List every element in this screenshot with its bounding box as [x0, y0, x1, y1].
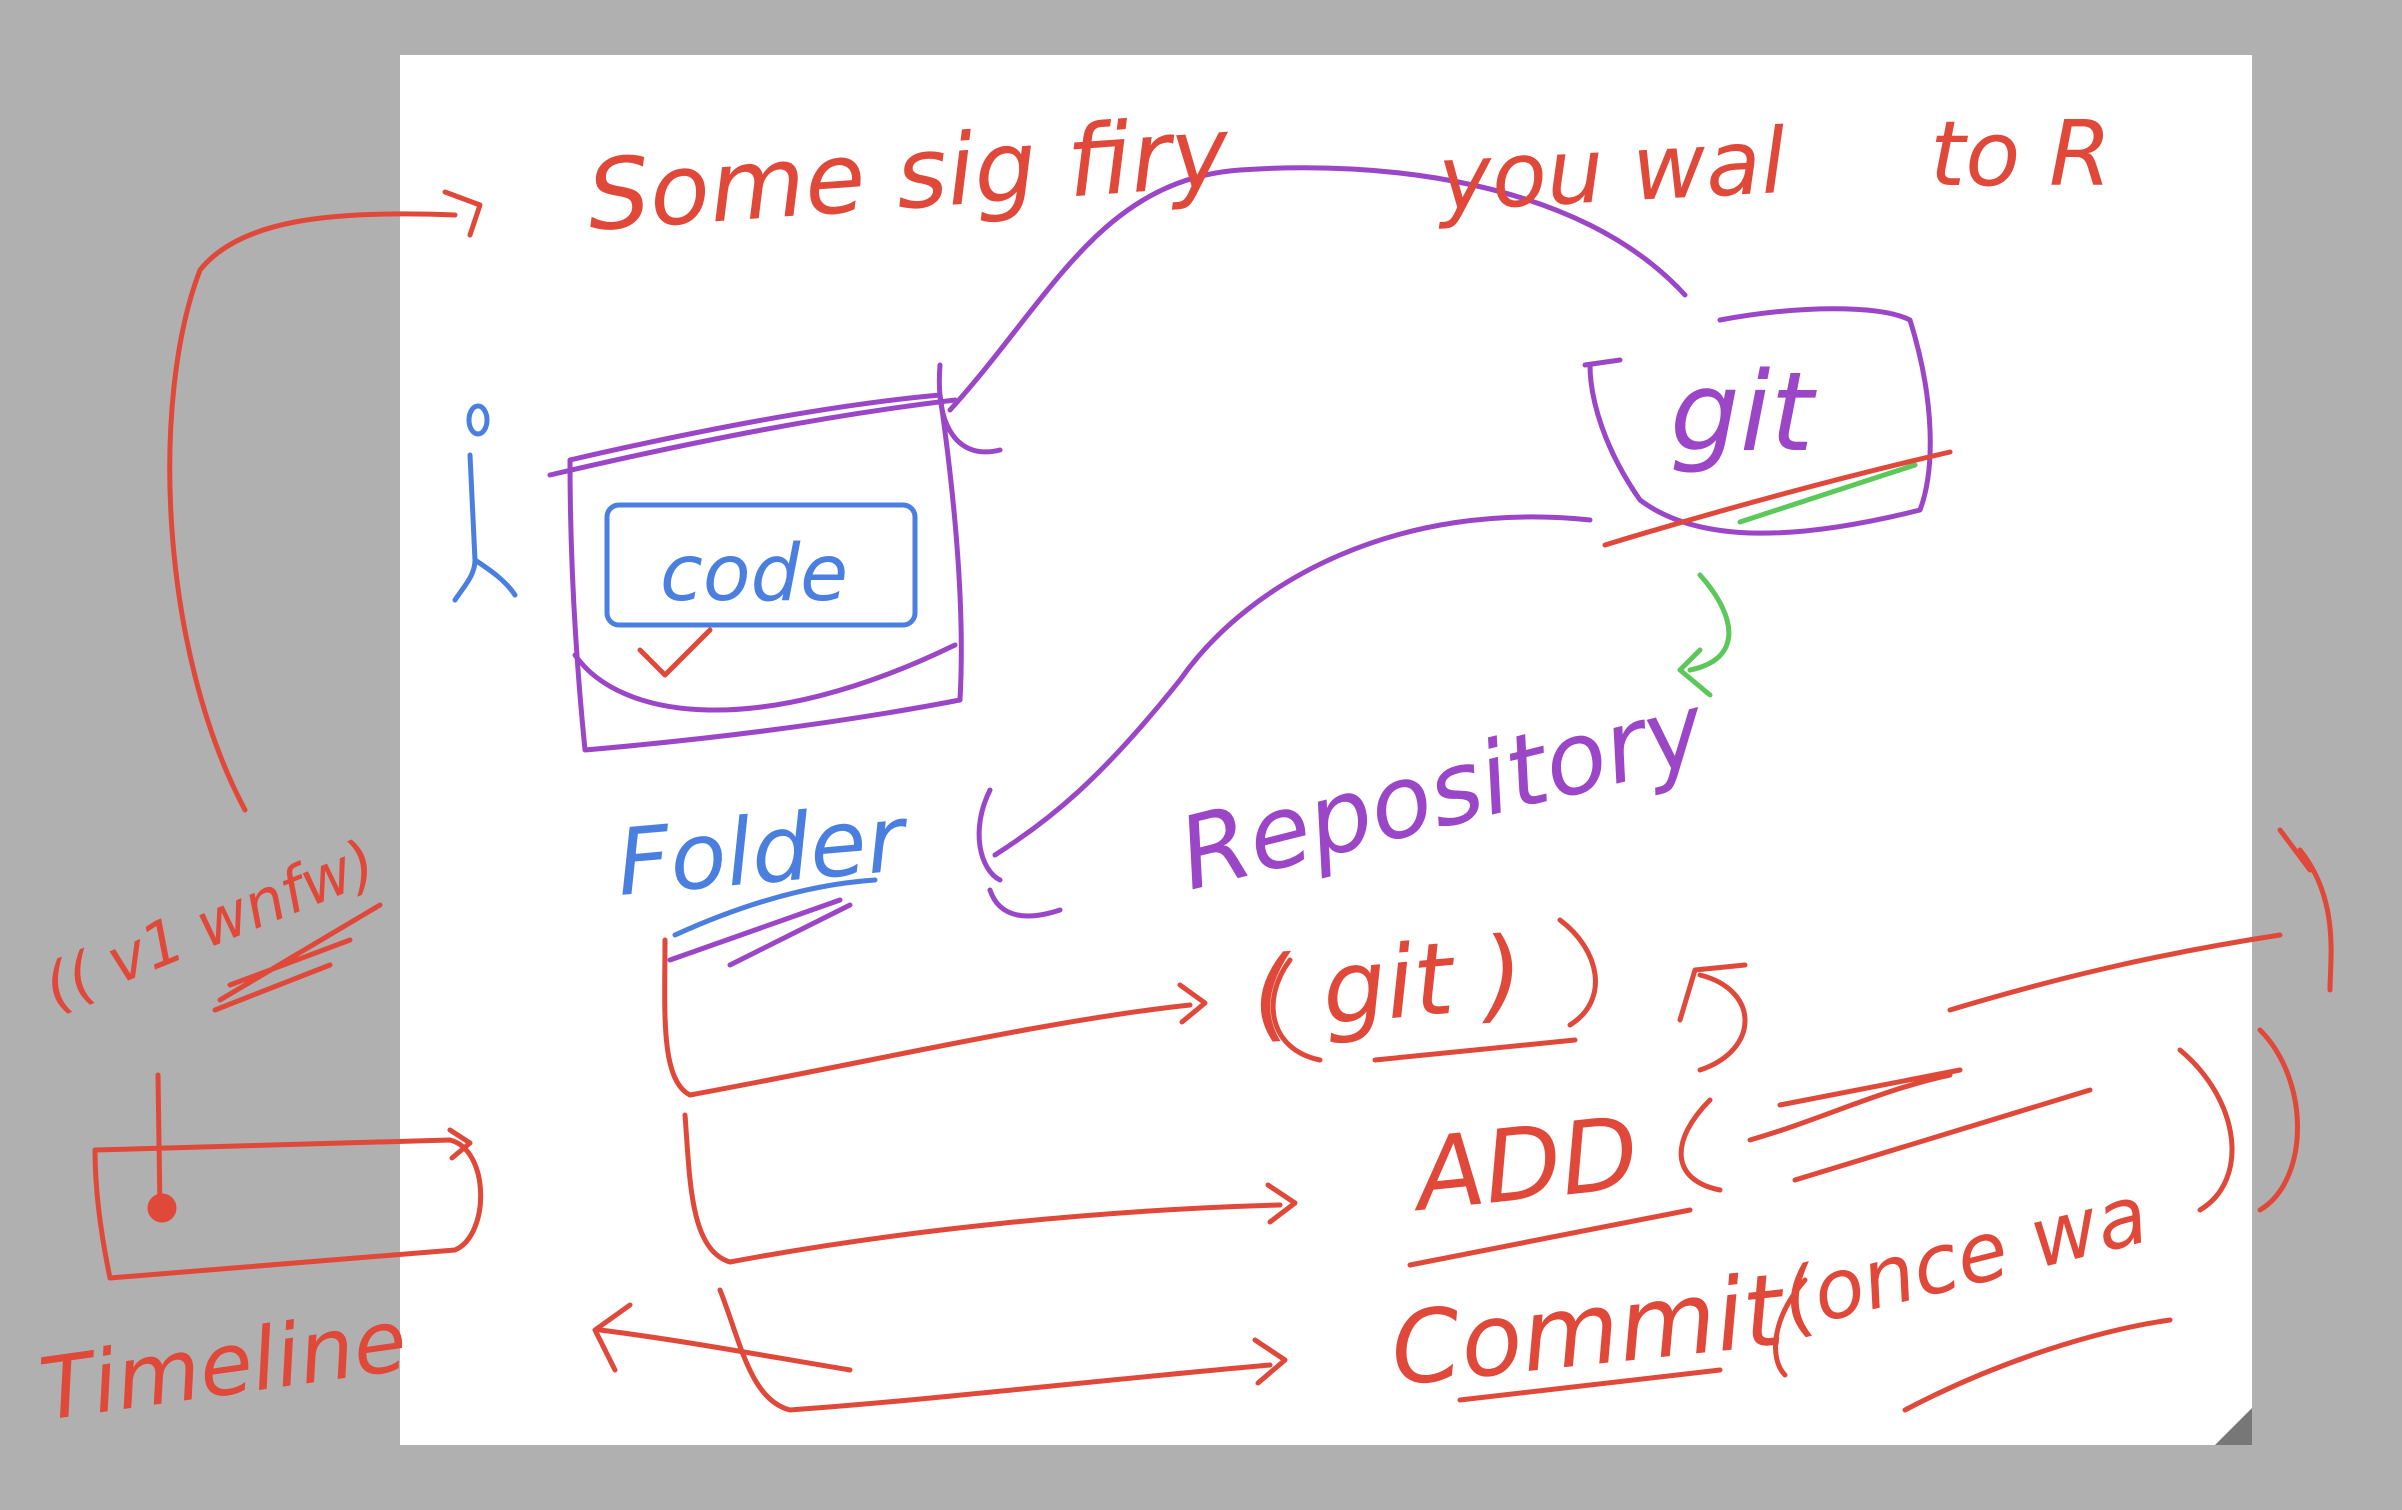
- folder-label: Folder: [613, 785, 914, 917]
- git-green-underline: [1737, 462, 1918, 525]
- folder-box: [567, 392, 964, 753]
- branch-git-arrowhead: [1177, 982, 1208, 1025]
- left-note-label: (( v1 wnfw): [33, 825, 385, 1024]
- blue-strokes: [452, 403, 918, 938]
- code-label: code: [660, 529, 848, 619]
- folder-underline-purple: [667, 897, 853, 968]
- info-icon-dot: [466, 403, 490, 437]
- folder-bottom-curve: [572, 642, 958, 713]
- commit-note-underline: [1902, 1317, 2173, 1413]
- add-right-paren: [2177, 1027, 2300, 1213]
- add-underline: [1407, 1207, 1693, 1268]
- git-green-arrow: [1677, 572, 1732, 698]
- folder-lid: [547, 397, 958, 478]
- add-up-arrow: [1677, 962, 1748, 1073]
- folder-arc-curl: [936, 362, 1003, 455]
- git-red-strike: [1602, 449, 1953, 548]
- branch-add: [682, 1112, 1283, 1265]
- commit-underline: [1457, 1367, 1723, 1403]
- canvas-page: [400, 55, 2252, 1445]
- git-paren-label: ( git ): [1247, 914, 1528, 1054]
- code-checkmark: [637, 627, 713, 678]
- left-curve-arrow: [167, 211, 458, 813]
- folder-git-arc: [947, 165, 1688, 413]
- top-text-2: you wal: [1433, 109, 1789, 232]
- red-strokes: [92, 189, 2334, 1413]
- purple-strokes: [547, 165, 1933, 968]
- code-box: [604, 502, 918, 628]
- branch-commit-arrowhead: [1252, 1337, 1288, 1386]
- repo-small-arrow: [987, 887, 1063, 919]
- back-arrow: [592, 1302, 853, 1373]
- timeline-dot: [147, 1193, 177, 1223]
- add-paren: [1678, 1097, 1723, 1193]
- green-strokes: [1677, 462, 1918, 698]
- add-label: ADD: [1404, 1094, 1643, 1234]
- git-label: git: [1670, 348, 1817, 476]
- commit-paren: [1773, 1277, 1808, 1378]
- git-underline: [1372, 1037, 1578, 1063]
- git-box: [1582, 306, 1933, 536]
- git-paren-curve: [1270, 917, 1598, 1063]
- branch-git: [662, 937, 1193, 1098]
- timeline-arrowhead: [447, 1127, 473, 1161]
- timeline-stem: [155, 1072, 163, 1213]
- git-repo-arrowhead: [976, 787, 1003, 883]
- add-top-right-scribble: [2277, 827, 2334, 993]
- resize-corner-icon[interactable]: [2215, 1408, 2252, 1445]
- folder-underline-blue: [672, 877, 878, 938]
- top-text-3: to R: [1930, 102, 2112, 207]
- git-repo-arc: [992, 514, 1593, 858]
- left-note-strike: [212, 902, 383, 1013]
- timeline-label: Timeline: [34, 1291, 413, 1441]
- add-strike-text: [1747, 932, 2283, 1143]
- left-curve-arrowhead: [442, 189, 483, 238]
- info-icon: [452, 452, 518, 603]
- branch-add-arrowhead: [1265, 1182, 1298, 1225]
- add-underline-2: [1792, 1087, 2093, 1183]
- timeline-box: [92, 1137, 484, 1281]
